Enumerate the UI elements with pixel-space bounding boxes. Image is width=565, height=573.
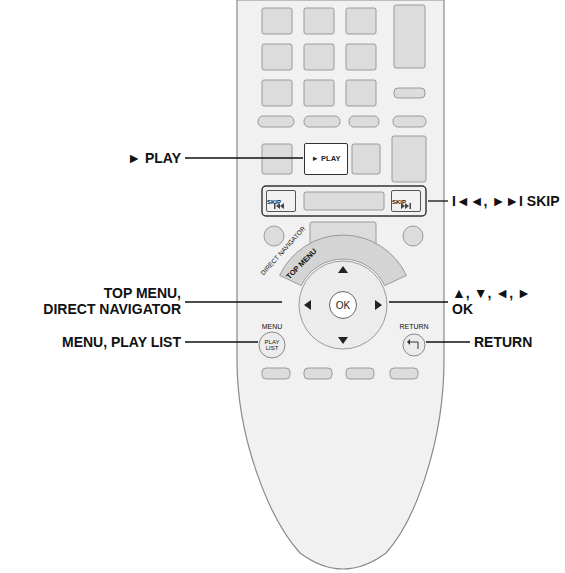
remote-body (237, 0, 444, 569)
button-text: ► PLAY (312, 155, 341, 163)
callout-label: I◄◄, ►►I SKIP (452, 193, 562, 209)
callout-label: ▲, ▼, ◄, ►OK (452, 285, 560, 317)
leader-lines (185, 158, 470, 342)
button-text: SKIP (267, 199, 281, 206)
button-print: RETURN (392, 323, 436, 331)
skip-button: SKIP (391, 190, 421, 212)
skip-button: SKIP (266, 190, 296, 212)
button-print: MENU (252, 323, 292, 331)
callout-label: ► PLAY (40, 150, 181, 166)
navigation-ring (280, 235, 407, 349)
button-print: PLAY LIST (261, 339, 283, 351)
callout-label: RETURN (474, 334, 560, 350)
button-text: SKIP (392, 199, 406, 206)
button-text: OK (336, 300, 350, 311)
skip-group-frame (262, 186, 426, 216)
callout-label: TOP MENU,DIRECT NAVIGATOR (10, 285, 181, 317)
menu-return-buttons (259, 332, 425, 358)
remote-buttons (258, 5, 426, 379)
callout-label: MENU, PLAY LIST (10, 334, 181, 350)
play-button: ► PLAY (304, 143, 348, 175)
ok-button: OK (329, 291, 357, 319)
